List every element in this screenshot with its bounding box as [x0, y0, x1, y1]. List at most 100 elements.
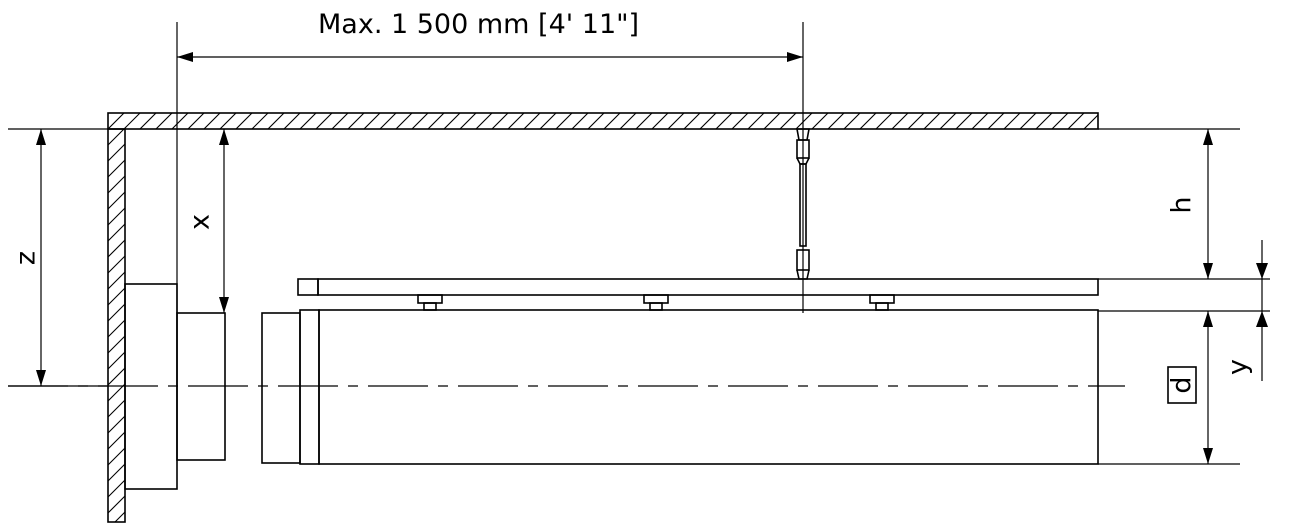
hatch-line — [523, 112, 541, 130]
hatch-line — [283, 112, 301, 130]
hatch-line — [683, 112, 701, 130]
hatch-line — [315, 112, 333, 130]
hatch-line — [747, 112, 765, 130]
hatch-line — [107, 399, 126, 418]
hatch-line — [939, 112, 957, 130]
mounting-rail — [297, 278, 1099, 296]
hatch-line — [187, 112, 205, 130]
hatch-line — [379, 112, 397, 130]
hatch-line — [107, 271, 126, 290]
hatch-line — [299, 112, 317, 130]
hatch-line — [107, 128, 125, 146]
hatch-line — [171, 112, 189, 130]
rail-clips — [417, 294, 895, 311]
hatch-line — [763, 112, 781, 130]
hatch-line — [107, 335, 126, 354]
hatch-line — [107, 175, 126, 194]
hatch-line — [811, 112, 829, 130]
hatch-line — [363, 112, 381, 130]
hatch-line — [107, 495, 126, 514]
hatch-line — [235, 112, 253, 130]
hanger-rod — [796, 128, 810, 280]
hatch-line — [107, 112, 125, 130]
hatch-line — [155, 112, 173, 130]
hatch-line — [107, 383, 126, 402]
hatch-line — [795, 112, 813, 130]
rail-clip — [643, 294, 669, 311]
hatch-line — [251, 112, 269, 130]
hatch-line — [107, 463, 126, 482]
max-length-label: Max. 1 500 mm [4' 11"] — [318, 9, 639, 40]
label-x: x — [185, 214, 216, 230]
hatch-line — [107, 287, 126, 306]
hatch-line — [123, 112, 141, 130]
hatch-line — [107, 223, 126, 242]
hatch-line — [539, 112, 557, 130]
hatch-line — [1083, 114, 1099, 130]
label-h: h — [1167, 196, 1198, 213]
dimension-y — [1256, 240, 1268, 381]
hatch-line — [1051, 112, 1069, 130]
hatch-line — [459, 112, 477, 130]
hatch-line — [139, 112, 157, 130]
label-z: z — [11, 251, 42, 265]
rail-clip — [417, 294, 443, 311]
duct-unit — [261, 309, 1099, 465]
hatch-line — [203, 112, 221, 130]
hatch-line — [475, 112, 493, 130]
hatch-line — [651, 112, 669, 130]
hatch-line — [587, 112, 605, 130]
hatch-line — [715, 112, 733, 130]
hatch-line — [491, 112, 509, 130]
hatch-line — [107, 143, 126, 162]
rail-clip — [869, 294, 895, 311]
wall — [107, 128, 126, 523]
hatch-line — [1035, 112, 1053, 130]
hatch-line — [107, 415, 126, 434]
hatch-line — [699, 112, 717, 130]
hatch-line — [107, 303, 126, 322]
hatch-line — [347, 112, 365, 130]
hatch-line — [114, 511, 126, 523]
hatch-line — [907, 112, 925, 130]
hatch-line — [267, 112, 285, 130]
hatch-line — [843, 112, 861, 130]
hatch-line — [507, 112, 525, 130]
hatch-line — [107, 351, 126, 370]
hatch-line — [987, 112, 1005, 130]
hatch-line — [555, 112, 573, 130]
hatch-line — [107, 367, 126, 386]
label-d: d — [1167, 376, 1198, 393]
hatch-line — [1019, 112, 1037, 130]
hatch-line — [107, 207, 126, 226]
hatch-line — [107, 159, 126, 178]
label-d-box: d — [1167, 366, 1198, 404]
hatch-line — [443, 112, 461, 130]
label-y: y — [1223, 359, 1254, 375]
hatch-line — [427, 112, 445, 130]
hatch-line — [107, 255, 126, 274]
hatch-line — [619, 112, 637, 130]
hatch-line — [411, 112, 429, 130]
hatch-line — [331, 112, 349, 130]
hatch-line — [571, 112, 589, 130]
hatch-line — [1003, 112, 1021, 130]
hatch-line — [107, 191, 126, 210]
hatch-line — [219, 112, 237, 130]
hatch-line — [731, 112, 749, 130]
reference-lines — [8, 22, 1270, 465]
hatch-line — [635, 112, 653, 130]
hatch-line — [667, 112, 685, 130]
hatch-line — [107, 239, 126, 258]
hatch-line — [891, 112, 909, 130]
hatch-line — [827, 112, 845, 130]
hatch-line — [603, 112, 621, 130]
hatch-line — [923, 112, 941, 130]
hatch-line — [107, 319, 126, 338]
hatch-line — [971, 112, 989, 130]
hatch-line — [107, 447, 126, 466]
hatch-line — [107, 479, 126, 498]
hatch-line — [1067, 112, 1085, 130]
hatch-line — [875, 112, 893, 130]
